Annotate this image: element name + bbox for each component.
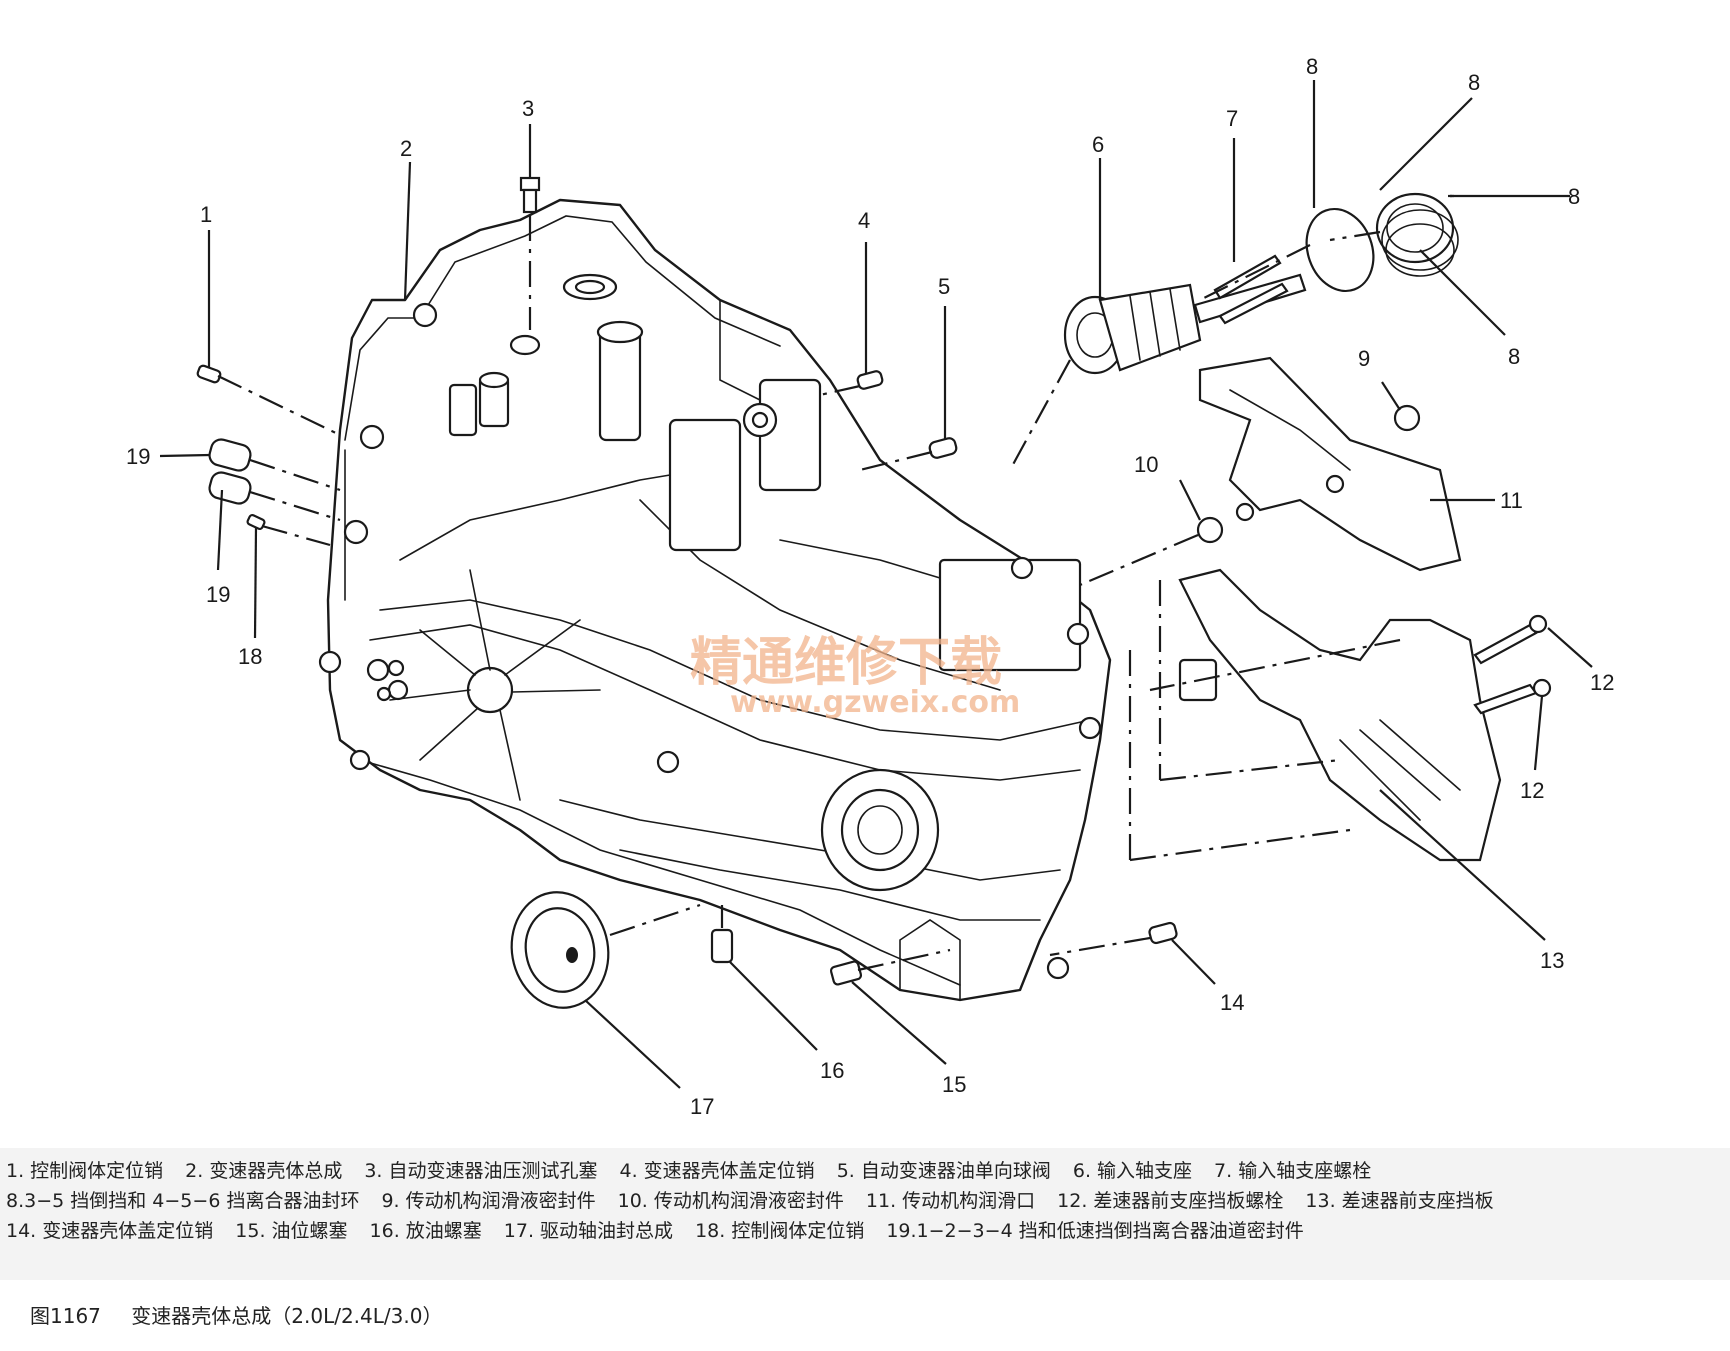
part-13-baffle — [1178, 568, 1502, 862]
legend-item: 3. 自动变速器油压测试孔塞 — [364, 1160, 598, 1182]
part-17-axle-seal — [510, 891, 610, 1009]
legend-item: 7. 输入轴支座螺栓 — [1214, 1160, 1372, 1182]
legend-item: 16. 放油螺塞 — [369, 1220, 482, 1242]
callout-19-a: 19 — [126, 444, 150, 469]
part-19-seals — [208, 438, 252, 505]
callout-11: 11 — [1500, 488, 1523, 513]
callout-13: 13 — [1540, 948, 1564, 973]
callout-9: 9 — [1358, 346, 1370, 371]
legend-item: 4. 变速器壳体盖定位销 — [619, 1160, 815, 1182]
part-5-check-valve — [928, 437, 958, 459]
legend-item: 18. 控制阀体定位销 — [695, 1220, 865, 1242]
callout-17: 17 — [690, 1094, 714, 1119]
part-10-seal — [1196, 516, 1224, 544]
exploded-diagram: 1 2 3 4 5 6 7 8 8 8 8 9 10 11 12 12 13 1… — [126, 54, 1614, 1119]
callout-3: 3 — [522, 96, 534, 121]
callout-10: 10 — [1134, 452, 1158, 477]
watermark-text: 精通维修下载 — [690, 633, 1002, 693]
callout-7: 7 — [1226, 106, 1238, 131]
legend-item: 17. 驱动轴油封总成 — [503, 1220, 674, 1242]
watermark-url: www.gzweix.com — [730, 685, 1020, 720]
legend-item: 19.1−2−3−4 挡和低速挡倒挡离合器油道密封件 — [886, 1220, 1304, 1242]
callout-12-b: 12 — [1520, 778, 1544, 803]
callout-19-b: 19 — [206, 582, 230, 607]
legend-item: 8.3−5 挡倒挡和 4−5−6 挡离合器油封环 — [6, 1190, 360, 1212]
callout-8-b: 8 — [1468, 70, 1480, 95]
parts-legend: 1. 控制阀体定位销 2. 变速器壳体总成 3. 自动变速器油压测试孔塞 4. 变速器… — [0, 1148, 1730, 1280]
callout-12-a: 12 — [1590, 670, 1614, 695]
callout-15: 15 — [942, 1072, 966, 1097]
callout-18: 18 — [238, 644, 262, 669]
part-15-fill-plug — [829, 960, 863, 986]
callout-8-c: 8 — [1568, 184, 1580, 209]
callout-6: 6 — [1092, 132, 1104, 157]
figure-caption: 图1167 变速器壳体总成（2.0L/2.4L/3.0） — [30, 1300, 466, 1329]
legend-item: 2. 变速器壳体总成 — [185, 1160, 343, 1182]
differential-boss — [820, 768, 940, 892]
legend-item: 13. 差速器前支座挡板 — [1305, 1190, 1494, 1212]
legend-item: 14. 变速器壳体盖定位销 — [6, 1220, 214, 1242]
callout-8-d: 8 — [1508, 344, 1520, 369]
callout-2: 2 — [400, 136, 412, 161]
part-12-bolts — [1473, 614, 1552, 715]
watermark: 精通维修下载 www.gzweix.com — [690, 633, 1020, 720]
part-4-dowel — [856, 370, 884, 390]
assembly-lines — [217, 215, 1401, 972]
part-3-plug — [519, 176, 541, 214]
figure-number: 图1167 — [30, 1304, 101, 1328]
part-16-drain-plug — [710, 928, 734, 964]
legend-item: 12. 差速器前支座挡板螺栓 — [1057, 1190, 1284, 1212]
legend-item: 15. 油位螺塞 — [235, 1220, 348, 1242]
legend-item: 9. 传动机构润滑液密封件 — [381, 1190, 596, 1212]
legend-item: 1. 控制阀体定位销 — [6, 1160, 164, 1182]
callout-16: 16 — [820, 1058, 844, 1083]
callout-8-a: 8 — [1306, 54, 1318, 79]
part-9-seal — [1393, 404, 1421, 432]
part-11-lube-port — [1198, 356, 1462, 572]
leader-lines — [159, 80, 1593, 1089]
callout-4: 4 — [858, 208, 870, 233]
callout-14: 14 — [1220, 990, 1244, 1015]
legend-item: 6. 输入轴支座 — [1072, 1160, 1193, 1182]
figure-title: 变速器壳体总成（2.0L/2.4L/3.0） — [131, 1304, 443, 1328]
legend-item: 5. 自动变速器油单向球阀 — [836, 1160, 1051, 1182]
part-8-seal-rings — [1305, 192, 1459, 293]
bell-spokes — [389, 569, 601, 801]
part-6-input-shaft-support — [1063, 273, 1307, 375]
part-14-dowel — [1148, 921, 1178, 945]
callout-labels: 1 2 3 4 5 6 7 8 8 8 8 9 10 11 12 12 13 1… — [126, 54, 1614, 1119]
legend-item: 10. 传动机构润滑液密封件 — [617, 1190, 844, 1212]
legend-item: 11. 传动机构润滑口 — [865, 1190, 1036, 1212]
callout-1: 1 — [200, 202, 212, 227]
callout-5: 5 — [938, 274, 950, 299]
transmission-case — [318, 198, 1112, 1002]
